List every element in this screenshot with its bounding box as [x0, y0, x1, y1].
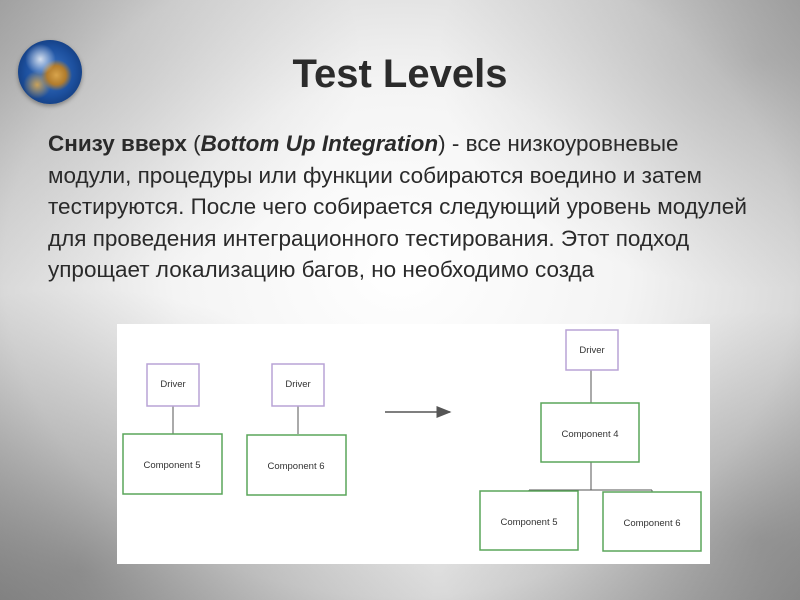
- diagram-svg: Driver Component 5 Driver Component 6 Dr…: [117, 324, 710, 564]
- paragraph-open-paren: (: [187, 131, 201, 156]
- body-paragraph: Снизу вверх (Bottom Up Integration) - вс…: [48, 128, 748, 286]
- driver-label: Driver: [579, 345, 604, 356]
- component-label: Component 6: [267, 461, 324, 472]
- slide-title: Test Levels: [0, 52, 800, 97]
- component-label: Component 4: [561, 429, 618, 440]
- driver-label: Driver: [160, 379, 185, 390]
- paragraph-lead: Снизу вверх: [48, 131, 187, 156]
- component-label: Component 5: [500, 517, 557, 528]
- component-label: Component 6: [623, 518, 680, 529]
- paragraph-term: Bottom Up Integration: [201, 131, 438, 156]
- integration-diagram: Driver Component 5 Driver Component 6 Dr…: [117, 324, 710, 564]
- component-label: Component 5: [143, 460, 200, 471]
- driver-label: Driver: [285, 379, 310, 390]
